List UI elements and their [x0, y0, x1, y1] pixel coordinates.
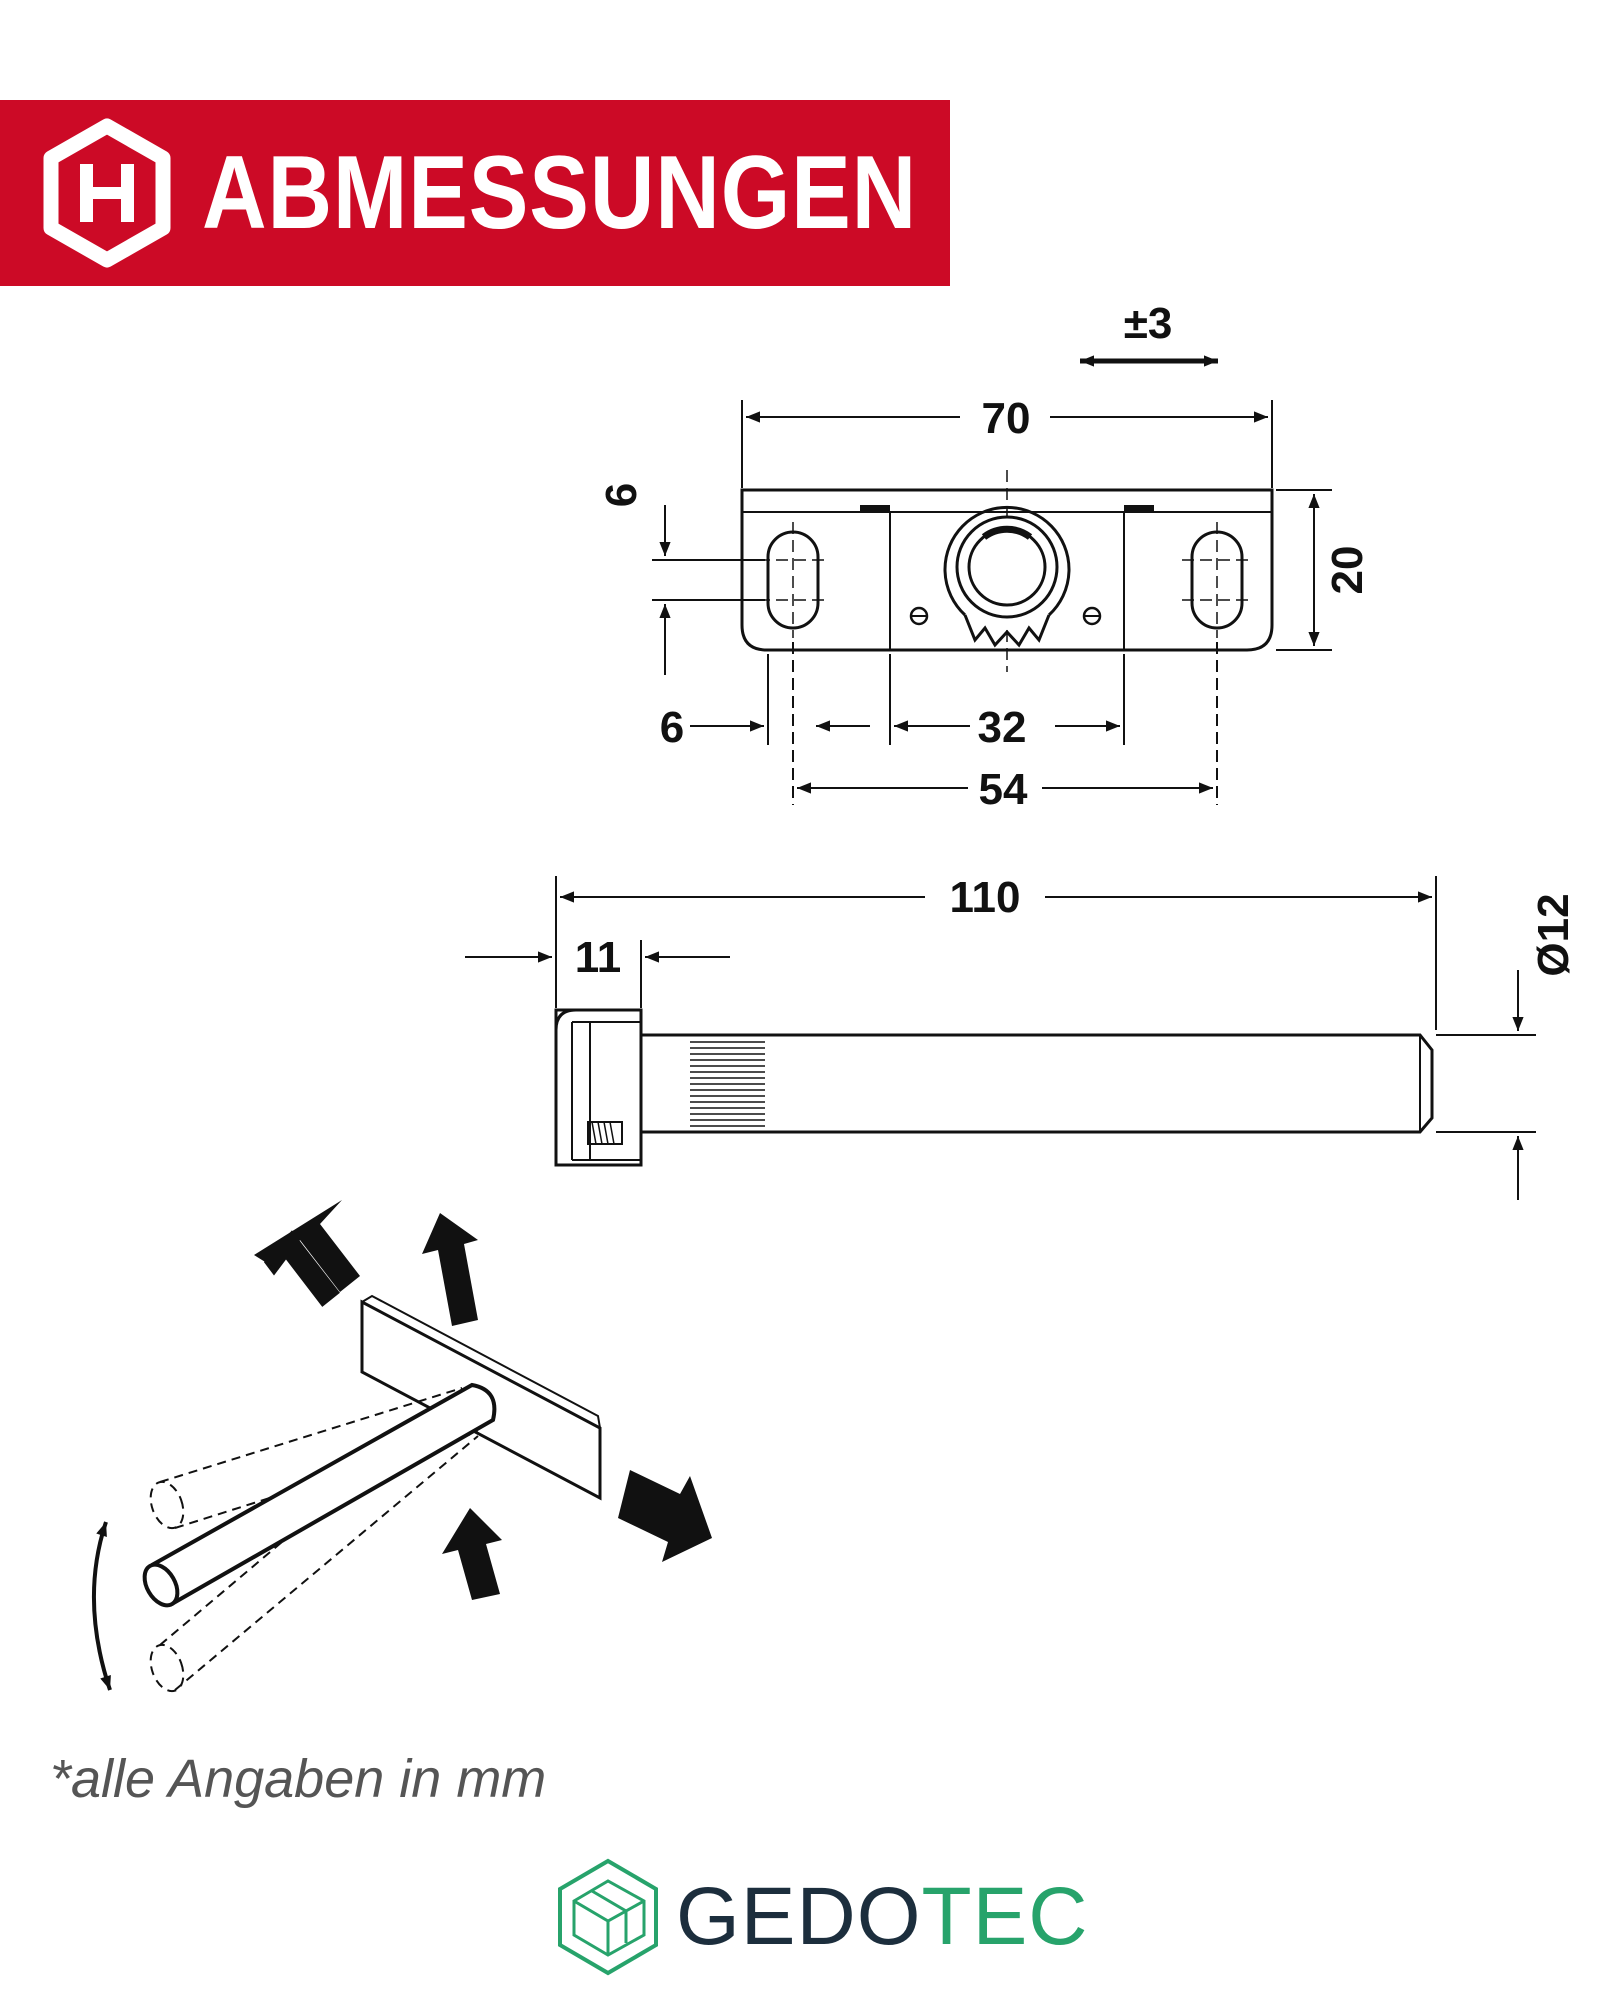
top-view-dimensions: [652, 355, 1332, 805]
dimension-overall-width: 70: [982, 394, 1031, 443]
dimension-edge-offset: 6: [660, 703, 684, 752]
dimension-hole-spacing: 54: [979, 765, 1028, 814]
header-banner: ABMESSUNGEN: [0, 100, 950, 286]
arrow-forward-right-icon: [618, 1470, 712, 1562]
pin-shaft: [641, 1033, 1434, 1134]
plate-top-view: [740, 470, 1274, 672]
hexagon-h-icon: [43, 118, 171, 268]
brand-name: GEDOTEC: [676, 1872, 1088, 1962]
dimension-center-width: 32: [978, 703, 1027, 752]
screw-right: [1082, 606, 1102, 626]
dimension-pin-length: 110: [950, 873, 1021, 922]
dimension-adjust-range: ±3: [1124, 299, 1173, 348]
page-title: ABMESSUNGEN: [202, 135, 918, 251]
dimension-slot-height: 6: [597, 483, 646, 507]
brand-name-part1: GEDO: [676, 1871, 922, 1962]
plate-outline: [740, 488, 1274, 652]
pin-cap: [554, 1008, 643, 1167]
gedotec-logo-icon: [558, 1858, 658, 1976]
dimension-cap-length: 11: [575, 933, 622, 982]
pin-side-view: [554, 1008, 1434, 1167]
dimension-height: 20: [1323, 546, 1372, 595]
movement-arrows: [254, 1200, 712, 1600]
grub-screw: [587, 1121, 623, 1145]
bush-ring: [943, 505, 1071, 617]
arrow-up-left-icon: [254, 1200, 360, 1292]
pin-knurling: [690, 1041, 765, 1127]
footnote-units: *alle Angaben in mm: [50, 1749, 547, 1809]
arrow-down-icon: [442, 1508, 502, 1600]
side-view-dimensions: [465, 876, 1536, 1200]
iso-pin: [151, 1382, 497, 1607]
brand-name-part2: TEC: [921, 1871, 1089, 1962]
screw-left: [909, 606, 929, 626]
dimension-pin-diameter: Ø12: [1529, 893, 1578, 976]
arrow-up-icon: [422, 1213, 478, 1326]
adjustment-sketch: [92, 1200, 712, 1693]
rotation-arrow-icon: [92, 1521, 112, 1691]
